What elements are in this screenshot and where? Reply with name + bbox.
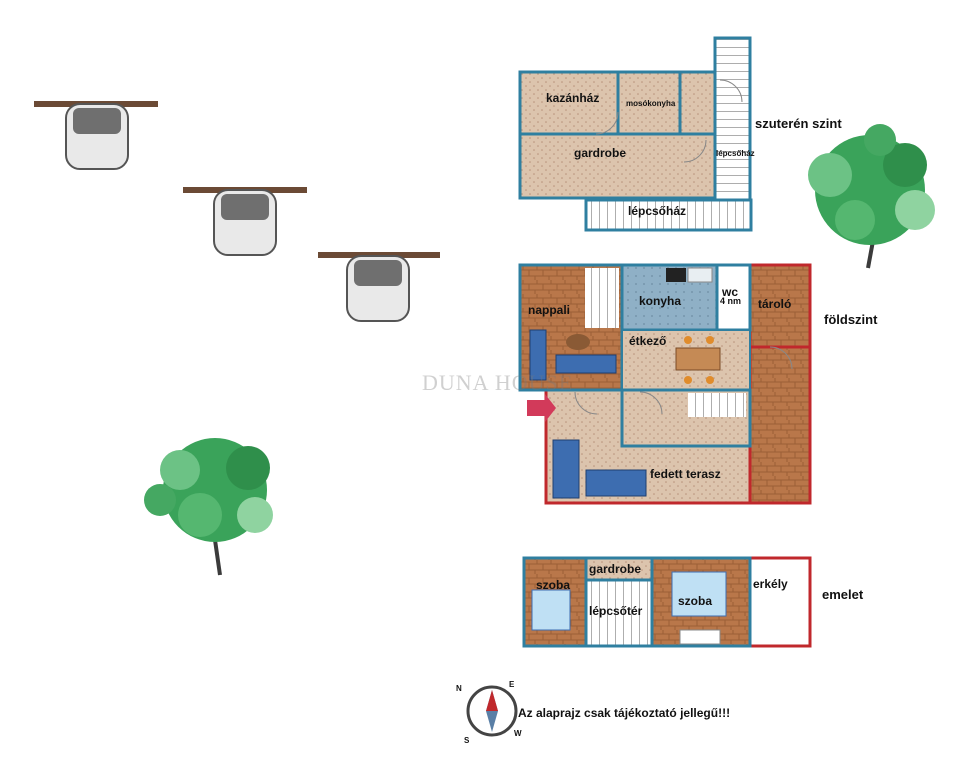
car-icon (213, 189, 277, 256)
tree-icon (808, 124, 935, 269)
watermark: DUNA HOUSE (422, 370, 574, 395)
car-icon (65, 103, 129, 170)
upper-floor-plan (522, 556, 812, 648)
room-label-wc: wc (722, 285, 739, 299)
room-label-fedett-terasz: fedett terasz (650, 467, 721, 481)
room-label-konyha: konyha (639, 294, 682, 308)
car-icon (346, 255, 410, 322)
room-area-wc: 4 nm (720, 296, 742, 306)
room-label-lepcsohaz-small: lépcsőház (716, 149, 755, 158)
room-label-etkezo: étkező (629, 334, 667, 348)
compass-letter-e: E (509, 680, 515, 689)
compass-letter-w: W (514, 729, 522, 738)
level-label-upper: emelet (822, 587, 864, 602)
compass-letter-s: S (464, 736, 470, 745)
tree-icon (144, 438, 273, 576)
level-label-ground: földszint (824, 312, 878, 327)
room-label-szoba-right: szoba (678, 594, 713, 608)
basement-plan (518, 36, 753, 232)
room-label-nappali: nappali (528, 303, 571, 317)
room-label-tarolo: tároló (758, 297, 792, 311)
room-label-lepcsoter: lépcsőtér (589, 604, 643, 618)
room-label-gardrobe-upper: gardrobe (589, 562, 642, 576)
disclaimer-text: Az alaprajz csak tájékoztató jellegű!!! (518, 706, 731, 720)
room-label-szoba-left: szoba (536, 578, 571, 592)
entrance-arrow-icon (527, 394, 556, 422)
room-label-gardrobe: gardrobe (574, 146, 627, 160)
room-label-lepcsohaz: lépcsőház (628, 204, 687, 218)
parking-area (34, 101, 440, 322)
room-label-erkely: erkély (753, 577, 788, 591)
compass-icon (466, 685, 518, 737)
room-label-mosokonyha: mosókonyha (626, 99, 676, 108)
room-label-kazanhaz: kazánház (546, 91, 600, 105)
compass-letter-n: N (456, 684, 462, 693)
ground-floor-plan (518, 263, 812, 505)
level-label-basement: szuterén szint (755, 116, 842, 131)
